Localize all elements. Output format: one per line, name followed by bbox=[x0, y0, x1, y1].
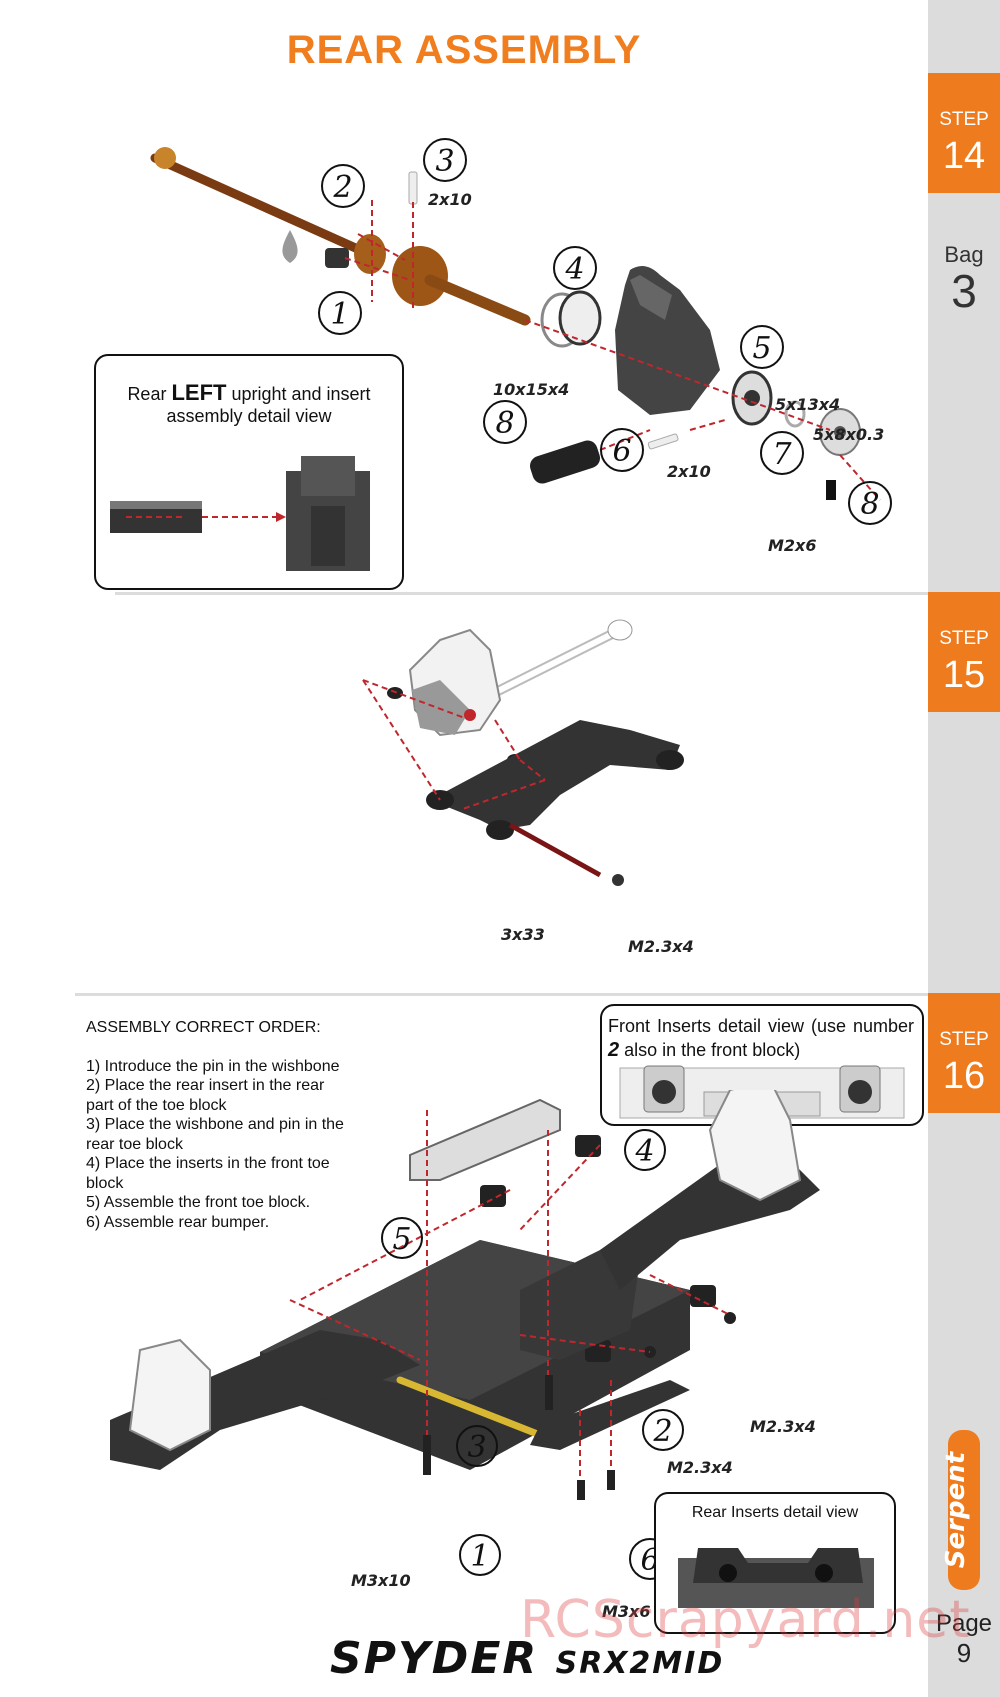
callout-screw-m3x6: M3x6 bbox=[602, 1602, 651, 1621]
screw bbox=[607, 1470, 615, 1490]
assembly-order-item: 3) Place the wishbone and pin in the rea… bbox=[86, 1116, 344, 1153]
svg-text:Serpent: Serpent bbox=[941, 1450, 971, 1568]
assembly-order-item: 5) Assemble the front toe block. bbox=[86, 1194, 311, 1211]
callout-screw-m2x6: M2x6 bbox=[768, 536, 817, 555]
callout-screw-m2.3x4: M2.3x4 bbox=[628, 937, 694, 956]
bag-number: 3 bbox=[951, 265, 977, 317]
assembly-order-list: ASSEMBLY CORRECT ORDER: 1) Introduce the… bbox=[86, 1018, 356, 1232]
part-number-6: 6 bbox=[612, 434, 631, 469]
page-number: 9 bbox=[956, 1638, 972, 1668]
wishbone bbox=[430, 720, 680, 830]
rear-inserts-caption: Rear Inserts detail view bbox=[691, 1504, 859, 1521]
assembly-order-item: 1) Introduce the pin in the wishbone bbox=[86, 1057, 340, 1075]
step-14-diagram: 1 2 3 4 5 6 7 8 8 bbox=[150, 138, 892, 525]
axle-cup bbox=[392, 246, 448, 306]
detail-view-caption: Rear LEFT upright and insert assembly de… bbox=[127, 380, 371, 427]
insert bbox=[575, 1135, 601, 1157]
step-number: 16 bbox=[942, 1055, 986, 1097]
assembly-order-item: 6) Assemble rear bumper. bbox=[86, 1213, 270, 1231]
part-number-8: 8 bbox=[495, 406, 514, 441]
step-14-tab: STEP 14 bbox=[928, 73, 1000, 193]
assembly-order-title: ASSEMBLY CORRECT ORDER: bbox=[86, 1019, 321, 1036]
upright bbox=[708, 1090, 802, 1202]
callout-shim-5x8x0.3: 5x8x0.3 bbox=[813, 425, 885, 444]
screw bbox=[612, 874, 624, 886]
front-inserts-detail-box: Front Inserts detail view (use number 2 … bbox=[600, 1004, 924, 1126]
bag-indicator: Bag 3 bbox=[928, 242, 1000, 314]
screw bbox=[577, 1480, 585, 1500]
section-divider bbox=[115, 592, 928, 595]
oil-drop bbox=[282, 230, 298, 263]
screw bbox=[545, 1375, 553, 1410]
step-number: 14 bbox=[942, 135, 986, 177]
part-number-1: 1 bbox=[470, 1539, 489, 1574]
section-divider bbox=[75, 993, 928, 996]
page-indicator: Page 9 bbox=[928, 1610, 1000, 1669]
part-number-7: 7 bbox=[772, 437, 792, 472]
front-toe-block bbox=[409, 1098, 561, 1181]
bearing bbox=[558, 290, 602, 346]
shim bbox=[784, 400, 806, 428]
screw bbox=[423, 1435, 431, 1475]
sidebar bbox=[928, 0, 1000, 1697]
hinge-pin bbox=[508, 822, 602, 878]
model-logo: SPYDER SRX2MID bbox=[330, 1633, 725, 1684]
step-16-diagram: 1 2 3 4 5 6 bbox=[110, 1090, 820, 1580]
bag-label: Bag bbox=[944, 242, 984, 267]
part-number-5: 5 bbox=[752, 331, 771, 366]
insert bbox=[690, 1285, 716, 1307]
callout-screw-m2.3x4-b: M2.3x4 bbox=[667, 1458, 733, 1477]
drive-shaft bbox=[150, 153, 365, 255]
watermark: RCScrapyard.net bbox=[520, 1590, 971, 1650]
assembly-order-item: 4) Place the inserts in the front toe bl… bbox=[86, 1155, 330, 1192]
step-label: STEP bbox=[939, 628, 989, 649]
insert bbox=[325, 248, 349, 268]
part-number-5: 5 bbox=[392, 1222, 411, 1257]
step-label: STEP bbox=[939, 109, 989, 130]
step-label: STEP bbox=[939, 1029, 989, 1050]
step-16-tab: STEP 16 bbox=[928, 993, 1000, 1113]
assembly-order-item: 2) Place the rear insert in the rear par… bbox=[86, 1077, 325, 1114]
upright bbox=[615, 266, 720, 415]
callout-screw-m3x10: M3x10 bbox=[351, 1571, 411, 1590]
screw bbox=[724, 1312, 736, 1324]
upright bbox=[128, 1338, 211, 1452]
insert bbox=[480, 1185, 506, 1207]
step-15-tab: STEP 15 bbox=[928, 592, 1000, 712]
part-number-4: 4 bbox=[564, 252, 584, 287]
page-label: Page bbox=[935, 1610, 993, 1637]
callout-bearing-10x15x4: 10x15x4 bbox=[493, 380, 570, 399]
pin bbox=[408, 171, 418, 205]
callout-screw-m2.3x4: M2.3x4 bbox=[750, 1417, 816, 1436]
drive-shaft-ball bbox=[154, 147, 176, 169]
page-title: REAR ASSEMBLY bbox=[286, 28, 642, 72]
part-number-2: 2 bbox=[332, 170, 352, 205]
part-number-1: 1 bbox=[330, 297, 349, 332]
part-number-2: 2 bbox=[652, 1414, 672, 1449]
detail-view-box: Rear LEFT upright and insert assembly de… bbox=[94, 354, 404, 590]
rear-inserts-detail-box: Rear Inserts detail view bbox=[654, 1492, 896, 1634]
callout-pin-2x10: 2x10 bbox=[428, 190, 472, 209]
set-screw bbox=[826, 480, 836, 500]
axle-shaft bbox=[424, 274, 531, 326]
part-number-3: 3 bbox=[435, 144, 454, 179]
hinge-pin bbox=[396, 1376, 544, 1439]
step-15-diagram bbox=[362, 619, 684, 886]
part-number-4: 4 bbox=[634, 1134, 654, 1169]
step-number: 15 bbox=[942, 654, 986, 696]
part-number-8b: 8 bbox=[860, 487, 879, 522]
callout-pin-3x33: 3x33 bbox=[501, 925, 545, 944]
brand-logo: Serpent bbox=[930, 1420, 998, 1600]
callout-pin-2x10-lower: 2x10 bbox=[667, 462, 711, 481]
part-number-3: 3 bbox=[467, 1430, 486, 1465]
insert bbox=[529, 440, 601, 484]
front-inserts-caption: Front Inserts detail view (use number 2 … bbox=[608, 1016, 914, 1061]
callout-bearing-5x13x4: 5x13x4 bbox=[775, 395, 841, 414]
pin bbox=[647, 433, 679, 450]
